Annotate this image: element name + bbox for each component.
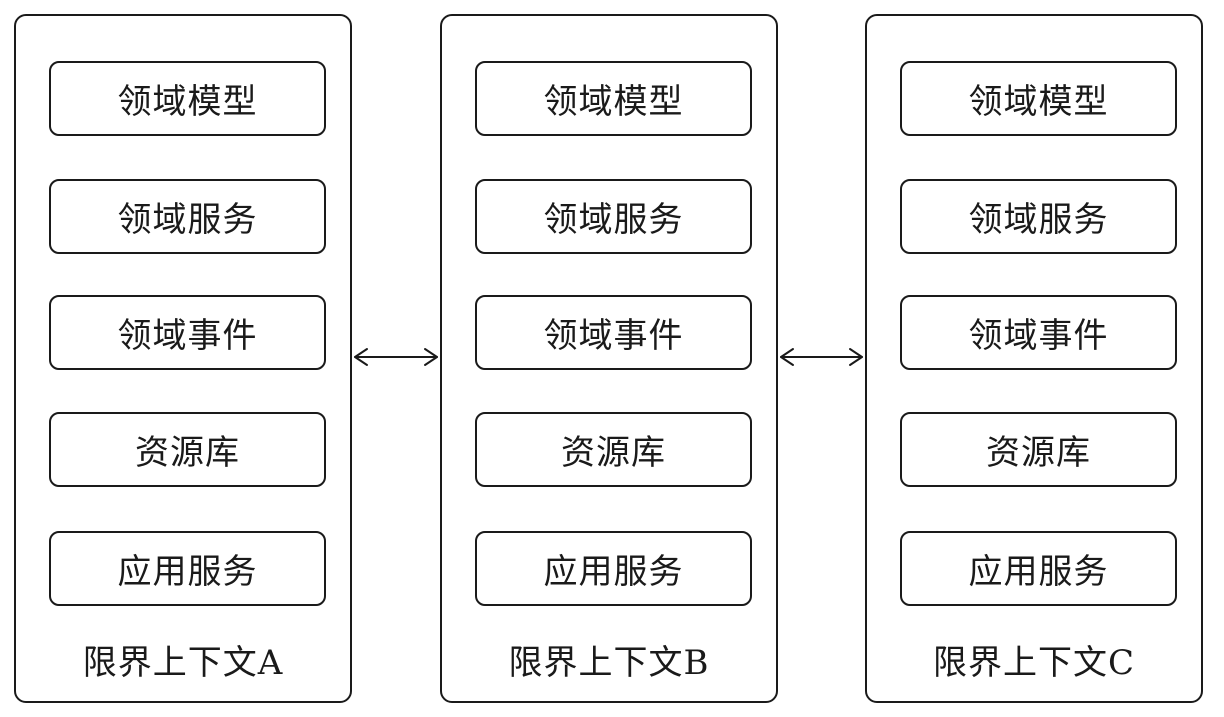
arrow-a-b: [354, 348, 438, 366]
module-domain-service: 领域服务: [475, 179, 752, 254]
module-repository: 资源库: [475, 412, 752, 487]
module-domain-service: 领域服务: [49, 179, 326, 254]
module-domain-model: 领域模型: [475, 61, 752, 136]
module-domain-model: 领域模型: [900, 61, 1177, 136]
context-label: 限界上下文B: [508, 642, 710, 683]
module-application-service: 应用服务: [900, 531, 1177, 606]
arrow-b-c: [780, 348, 863, 366]
context-label: 限界上下文A: [82, 642, 284, 683]
module-repository: 资源库: [900, 412, 1177, 487]
bounded-context-b: 领域模型 领域服务 领域事件 资源库 应用服务 限界上下文B: [440, 14, 778, 703]
bounded-context-c: 领域模型 领域服务 领域事件 资源库 应用服务 限界上下文C: [865, 14, 1203, 703]
module-domain-event: 领域事件: [49, 295, 326, 370]
module-application-service: 应用服务: [475, 531, 752, 606]
module-application-service: 应用服务: [49, 531, 326, 606]
bounded-context-a: 领域模型 领域服务 领域事件 资源库 应用服务 限界上下文A: [14, 14, 352, 703]
module-domain-event: 领域事件: [475, 295, 752, 370]
context-label: 限界上下文C: [932, 642, 1135, 683]
module-domain-service: 领域服务: [900, 179, 1177, 254]
module-domain-event: 领域事件: [900, 295, 1177, 370]
module-repository: 资源库: [49, 412, 326, 487]
module-domain-model: 领域模型: [49, 61, 326, 136]
